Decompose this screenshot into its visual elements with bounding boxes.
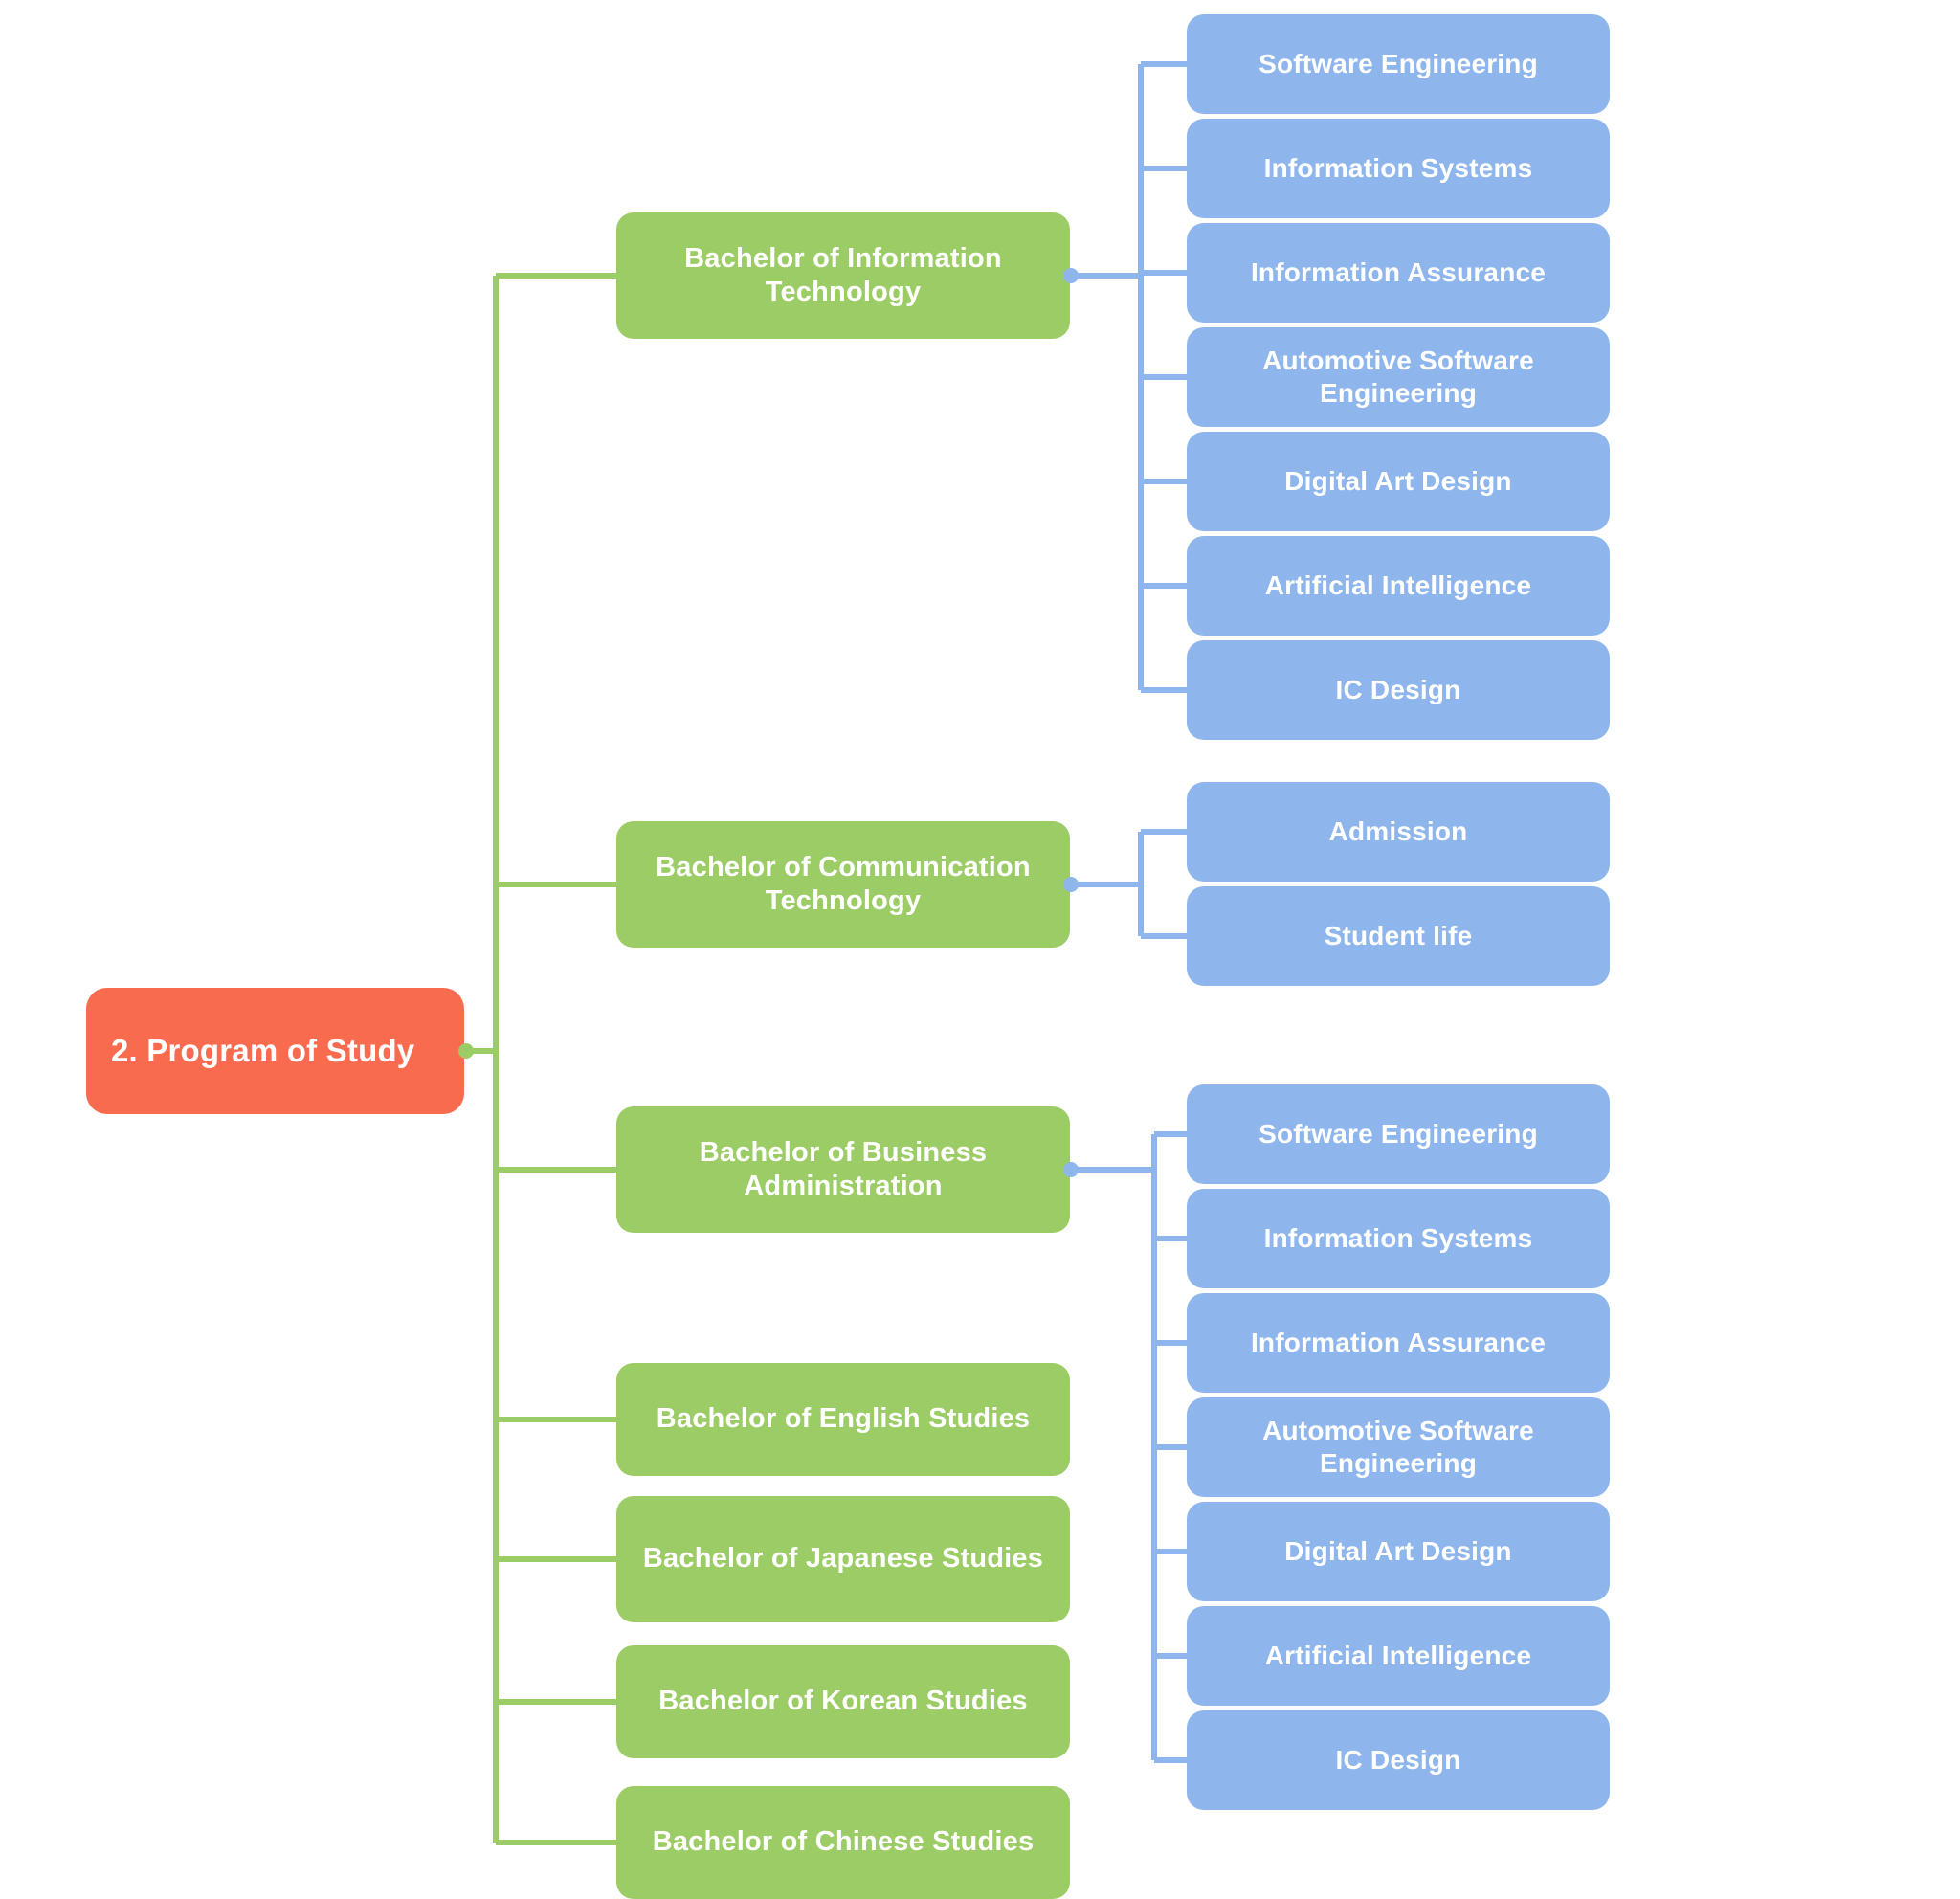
leaf-node-label: Digital Art Design [1284, 465, 1512, 496]
root-node-program-of-study[interactable]: 2. Program of Study [86, 988, 464, 1114]
leaf-node-label: Admission [1328, 815, 1468, 846]
branch-node-label: Bachelor of Korean Studies [658, 1686, 1028, 1717]
branch-node-label: Bachelor of Business Administration [699, 1136, 988, 1201]
leaf-node-information-assurance[interactable]: Information Assurance [1187, 223, 1610, 323]
branch-node-english-studies[interactable]: Bachelor of English Studies [616, 1363, 1070, 1476]
branch-node-korean-studies[interactable]: Bachelor of Korean Studies [616, 1645, 1070, 1758]
branch-node-label: Bachelor of Japanese Studies [642, 1543, 1044, 1575]
leaf-node-label: Automotive Software Engineering [1262, 345, 1534, 408]
leaf-node-label: Artificial Intelligence [1264, 570, 1532, 600]
leaf-node-label: Information Systems [1263, 152, 1533, 183]
leaf-node-label: Information Assurance [1250, 257, 1547, 287]
leaf-node-label: Automotive Software Engineering [1262, 1415, 1534, 1478]
branch-it-out-connector-nub [1063, 268, 1079, 283]
leaf-node-information-systems-bba[interactable]: Information Systems [1187, 1189, 1610, 1288]
root-node-label: 2. Program of Study [111, 1032, 415, 1068]
branch-node-label: Bachelor of Communication Technology [656, 851, 1031, 916]
branch-ct-out-connector-nub [1063, 877, 1079, 892]
leaf-node-digital-art-design[interactable]: Digital Art Design [1187, 432, 1610, 531]
leaf-node-label: Information Assurance [1250, 1327, 1547, 1357]
leaf-node-automotive-software-engineering-bba[interactable]: Automotive Software Engineering [1187, 1397, 1610, 1497]
leaf-node-label: Software Engineering [1258, 1118, 1538, 1149]
branch-node-business-administration[interactable]: Bachelor of Business Administration [616, 1106, 1070, 1233]
leaf-node-label: IC Design [1335, 674, 1461, 704]
leaf-node-automotive-software-engineering[interactable]: Automotive Software Engineering [1187, 327, 1610, 427]
leaf-node-artificial-intelligence-bba[interactable]: Artificial Intelligence [1187, 1606, 1610, 1706]
leaf-node-ic-design[interactable]: IC Design [1187, 640, 1610, 740]
leaf-node-label: Information Systems [1263, 1222, 1533, 1253]
branch-node-communication-technology[interactable]: Bachelor of Communication Technology [616, 821, 1070, 948]
branch-node-label: Bachelor of Information Technology [684, 242, 1002, 307]
branch-node-information-technology[interactable]: Bachelor of Information Technology [616, 212, 1070, 339]
leaf-node-software-engineering[interactable]: Software Engineering [1187, 14, 1610, 114]
branch-node-japanese-studies[interactable]: Bachelor of Japanese Studies [616, 1496, 1070, 1622]
branch-node-label: Bachelor of Chinese Studies [652, 1826, 1035, 1858]
leaf-node-label: Software Engineering [1258, 48, 1538, 78]
leaf-node-label: Artificial Intelligence [1264, 1640, 1532, 1670]
branch-node-label: Bachelor of English Studies [656, 1403, 1031, 1435]
leaf-node-student-life[interactable]: Student life [1187, 886, 1610, 986]
root-connector-nub [458, 1043, 474, 1059]
branch-bba-out-connector-nub [1063, 1162, 1079, 1177]
leaf-node-label: IC Design [1335, 1744, 1461, 1775]
branch-node-chinese-studies[interactable]: Bachelor of Chinese Studies [616, 1786, 1070, 1899]
leaf-node-admission[interactable]: Admission [1187, 782, 1610, 882]
leaf-node-software-engineering-bba[interactable]: Software Engineering [1187, 1084, 1610, 1184]
leaf-node-information-assurance-bba[interactable]: Information Assurance [1187, 1293, 1610, 1393]
leaf-node-label: Digital Art Design [1284, 1535, 1512, 1566]
leaf-node-ic-design-bba[interactable]: IC Design [1187, 1710, 1610, 1810]
leaf-node-digital-art-design-bba[interactable]: Digital Art Design [1187, 1502, 1610, 1601]
leaf-node-information-systems[interactable]: Information Systems [1187, 119, 1610, 218]
leaf-node-label: Student life [1324, 920, 1473, 950]
leaf-node-artificial-intelligence[interactable]: Artificial Intelligence [1187, 536, 1610, 636]
